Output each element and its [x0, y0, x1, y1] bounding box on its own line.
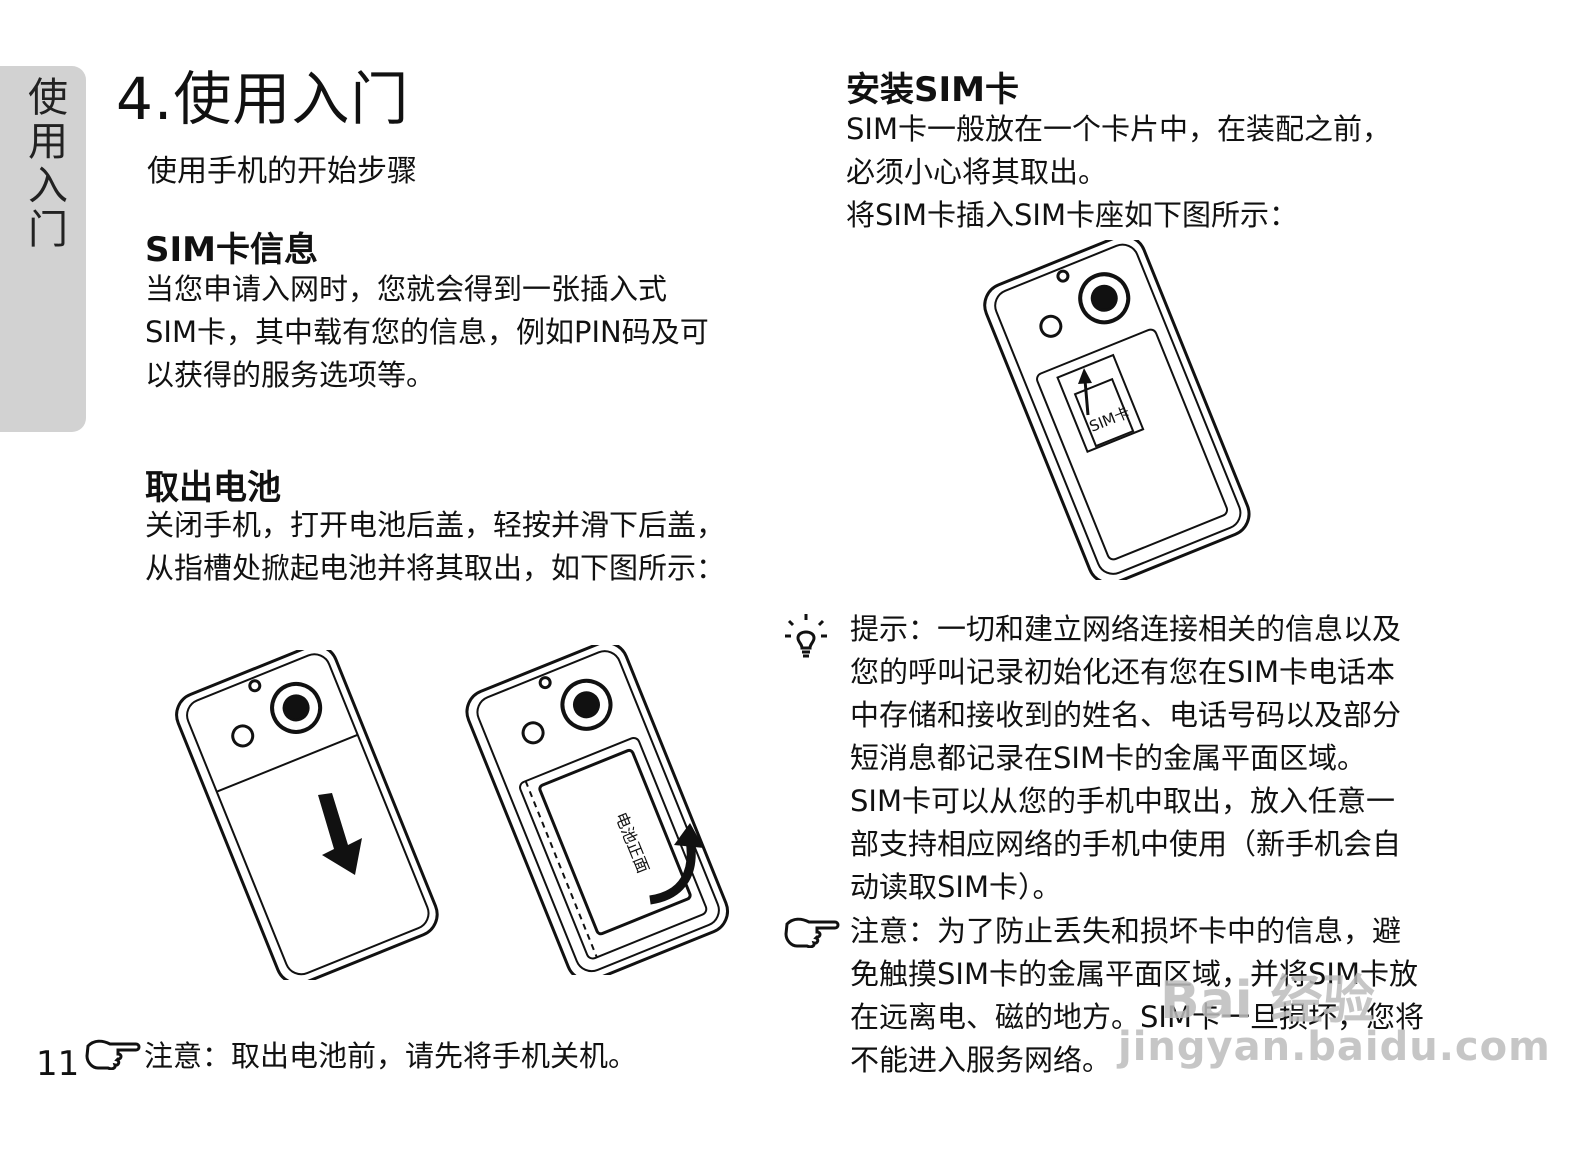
watermark-url: jingyan.baidu.com: [1118, 1024, 1551, 1070]
install-sim-line: 将SIM卡插入SIM卡座如下图所示：: [846, 198, 1298, 232]
note-line: 免触摸SIM卡的金属平面区域，并将SIM卡放: [850, 957, 1418, 991]
tip-line: 部支持相应网络的手机中使用（新手机会自: [850, 827, 1402, 861]
note-line: 注意：为了防止丢失和损坏卡中的信息，避: [850, 914, 1402, 948]
tip-line: SIM卡可以从您的手机中取出，放入任意一: [850, 784, 1395, 818]
sim-info-line: 以获得的服务选项等。: [145, 358, 436, 392]
chapter-side-tab: 使用入门: [0, 66, 86, 432]
battery-line: 从指槽处掀起电池并将其取出，如下图所示：: [145, 551, 726, 585]
insert-sim-arrow-icon: [1078, 368, 1092, 416]
sim-info-line: SIM卡，其中载有您的信息，例如PIN码及可: [145, 315, 709, 349]
tip-paragraph: 提示：一切和建立网络连接相关的信息以及 您的呼叫记录初始化还有您在SIM卡电话本…: [850, 608, 1401, 909]
tip-line: 中存储和接收到的姓名、电话号码以及部分: [850, 698, 1402, 732]
baidu-jingyan-watermark: Bai 经验 jingyan.baidu.com: [1110, 958, 1550, 1078]
slide-down-arrow-icon: [318, 793, 362, 875]
watermark-logo-text: Bai 经验: [1160, 971, 1375, 1031]
battery-heading: 取出电池: [145, 468, 281, 508]
note-line: 不能进入服务网络。: [850, 1043, 1112, 1077]
tip-line: 您的呼叫记录初始化还有您在SIM卡电话本: [850, 655, 1395, 689]
phone-battery-removal-illustration: 电池正面: [465, 645, 729, 975]
tip-line: 动读取SIM卡）。: [850, 870, 1062, 904]
pointing-hand-icon: [84, 1036, 142, 1074]
note-sim-care-paragraph: 注意：为了防止丢失和损坏卡中的信息，避 免触摸SIM卡的金属平面区域，并将SIM…: [850, 910, 1424, 1082]
install-sim-heading: 安装SIM卡: [846, 70, 1019, 110]
sim-info-heading: SIM卡信息: [145, 230, 318, 270]
battery-line: 关闭手机，打开电池后盖，轻按并滑下后盖，: [145, 508, 726, 542]
tip-line: 提示：一切和建立网络连接相关的信息以及: [850, 612, 1402, 646]
install-sim-line: SIM卡一般放在一个卡片中，在装配之前，: [846, 112, 1391, 146]
sim-info-line: 当您申请入网时，您就会得到一张插入式: [145, 272, 668, 306]
phone-sim-insertion-illustration: SIM卡: [983, 240, 1251, 580]
sim-info-paragraph: 当您申请入网时，您就会得到一张插入式 SIM卡，其中载有您的信息，例如PIN码及…: [145, 268, 709, 397]
chapter-title: 4.使用入门: [116, 65, 410, 133]
install-sim-line: 必须小心将其取出。: [846, 155, 1108, 189]
note-line: 在远离电、磁的地方。SIM卡一旦损坏，您将: [850, 1000, 1424, 1034]
install-sim-paragraph: SIM卡一般放在一个卡片中，在装配之前， 必须小心将其取出。 将SIM卡插入SI…: [846, 108, 1391, 237]
battery-paragraph: 关闭手机，打开电池后盖，轻按并滑下后盖， 从指槽处掀起电池并将其取出，如下图所示…: [145, 504, 725, 590]
lift-battery-arrow-icon: [649, 823, 704, 905]
lightbulb-icon: [783, 612, 829, 662]
page-number: 11: [36, 1044, 80, 1084]
chapter-subtitle: 使用手机的开始步骤: [147, 154, 417, 189]
pointing-hand-icon: [783, 914, 841, 952]
tip-line: 短消息都记录在SIM卡的金属平面区域。: [850, 741, 1366, 775]
sim-card-label: SIM卡: [1087, 403, 1133, 435]
side-tab-label: 使用入门: [28, 75, 68, 253]
phone-back-cover-illustration: [175, 650, 439, 980]
note-battery-off: 注意：取出电池前，请先将手机关机。: [144, 1039, 638, 1073]
